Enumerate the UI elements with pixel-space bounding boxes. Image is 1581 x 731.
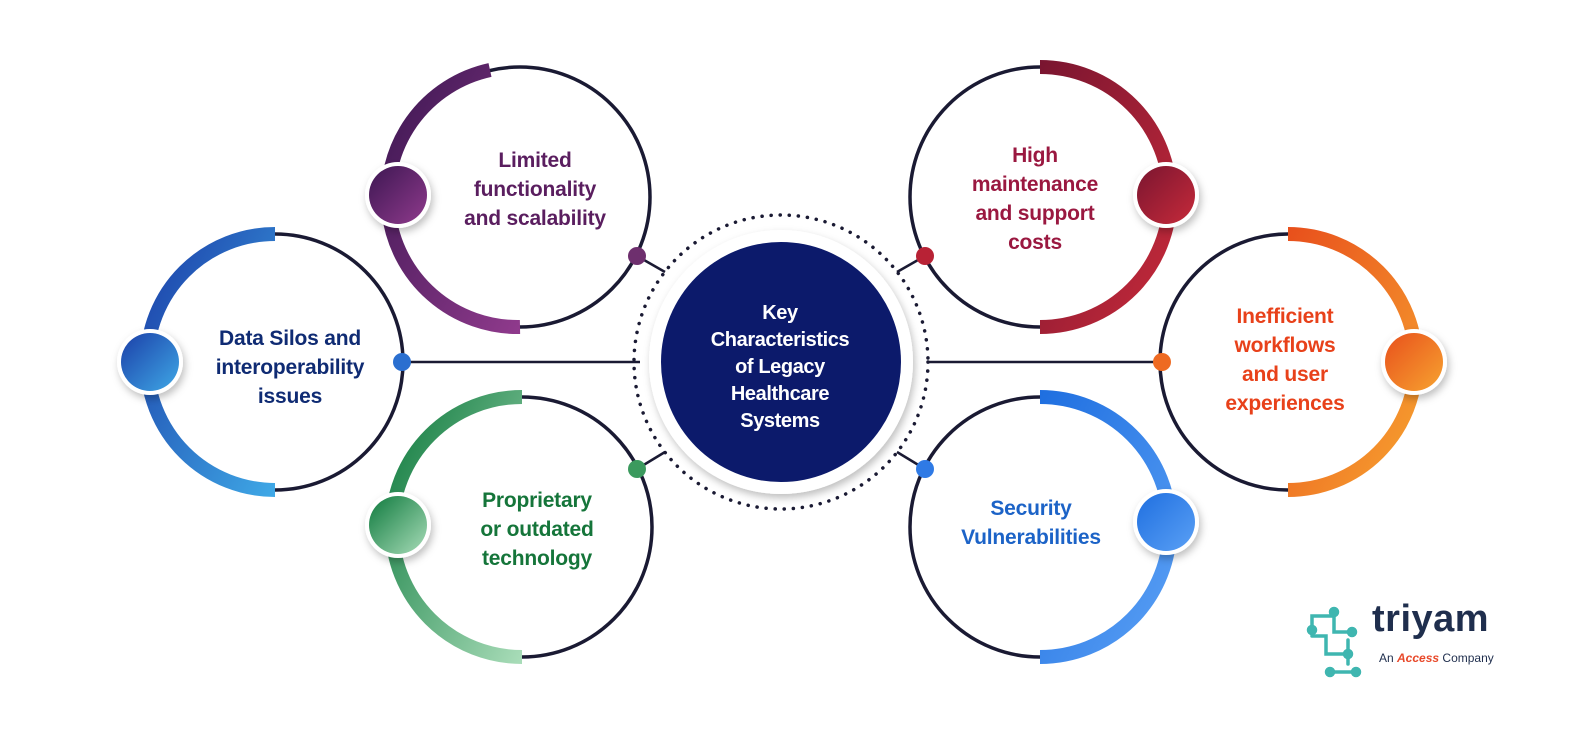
label-inefficient-line-2: workflows xyxy=(1234,334,1336,357)
label-high-maintenance: High maintenance and support costs xyxy=(930,141,1140,257)
center-hub xyxy=(632,213,930,511)
center-title: Key Characteristics of Legacy Healthcare… xyxy=(680,300,880,435)
center-line-2: Characteristics xyxy=(710,329,850,351)
label-security-line-1: Security xyxy=(990,497,1072,520)
badge-inefficient-inner xyxy=(1385,333,1443,391)
center-line-1: Key xyxy=(762,302,798,324)
label-data-silos-line-1: Data Silos and xyxy=(219,327,361,350)
node-data-silos xyxy=(117,227,411,497)
dot-data-silos xyxy=(393,353,411,371)
label-inefficient-line-3: and user xyxy=(1242,363,1328,386)
dot-proprietary xyxy=(628,460,646,478)
center-disc xyxy=(661,242,901,482)
label-limited-line-2: functionality xyxy=(473,178,597,201)
dot-limited xyxy=(628,247,646,265)
node-inefficient-workflows xyxy=(1153,227,1447,497)
center-line-3: of Legacy xyxy=(735,356,825,378)
logo-tag-before: An xyxy=(1379,651,1398,665)
label-inefficient-line-4: experiences xyxy=(1225,392,1345,415)
dot-high xyxy=(916,247,934,265)
badge-data-silos-inner xyxy=(121,333,179,391)
logo-wordmark: triyam xyxy=(1372,598,1490,640)
dot-security xyxy=(916,460,934,478)
label-high-line-4: costs xyxy=(1008,231,1062,254)
label-proprietary-line-1: Proprietary xyxy=(482,489,592,512)
label-limited-line-1: Limited xyxy=(498,149,572,172)
logo-tagline: An Access Company xyxy=(1379,651,1494,665)
node-limited-functionality xyxy=(365,63,652,335)
label-proprietary-line-2: or outdated xyxy=(480,518,594,541)
center-line-5: Systems xyxy=(740,410,820,432)
node-proprietary xyxy=(365,390,654,664)
label-inefficient-line-1: Inefficient xyxy=(1236,305,1334,328)
label-security: Security Vulnerabilities xyxy=(926,494,1136,552)
label-proprietary-line-3: technology xyxy=(481,547,592,570)
badge-limited-inner xyxy=(369,166,427,224)
center-line-4: Healthcare xyxy=(730,383,830,405)
badge-high-inner xyxy=(1137,166,1195,224)
center-dotted-ring xyxy=(632,213,930,511)
logo-tag-after: Company xyxy=(1439,651,1494,665)
label-proprietary: Proprietary or outdated technology xyxy=(432,486,642,573)
label-limited-line-3: and scalability xyxy=(464,207,606,230)
label-inefficient-workflows: Inefficient workflows and user experienc… xyxy=(1180,302,1390,418)
label-limited-functionality: Limited functionality and scalability xyxy=(430,146,640,233)
badge-proprietary-inner xyxy=(369,496,427,554)
triyam-logo-icon xyxy=(1306,606,1362,678)
label-high-line-1: High xyxy=(1012,144,1058,167)
label-data-silos: Data Silos and interoperability issues xyxy=(185,324,395,411)
dot-inefficient xyxy=(1153,353,1171,371)
label-data-silos-line-2: interoperability xyxy=(215,356,365,379)
node-security xyxy=(908,390,1199,664)
label-data-silos-line-3: issues xyxy=(257,385,323,408)
badge-security-inner xyxy=(1137,493,1195,551)
logo-tag-accent: Access xyxy=(1397,651,1440,665)
label-security-line-2: Vulnerabilities xyxy=(961,526,1101,549)
node-high-maintenance xyxy=(908,60,1199,334)
label-high-line-2: maintenance xyxy=(971,173,1099,196)
label-high-line-3: and support xyxy=(975,202,1095,225)
